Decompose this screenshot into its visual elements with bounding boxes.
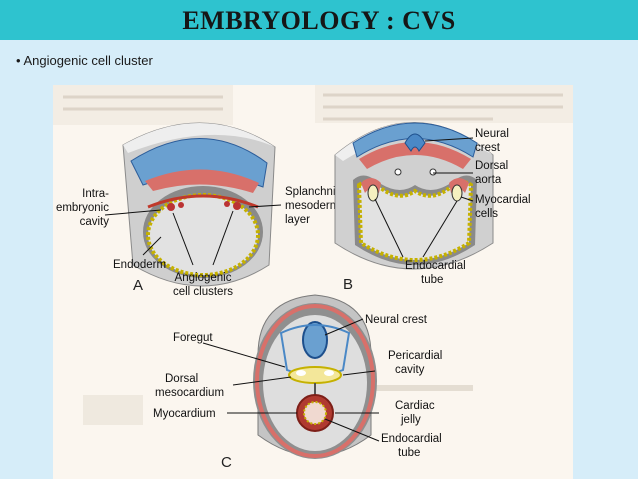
label-splanchnic-2: mesoderm <box>285 200 339 212</box>
label-myocardial-1: Myocardial <box>475 194 531 206</box>
label-b-endocardial-2: tube <box>421 274 443 286</box>
label-splanchnic-3: layer <box>285 214 310 226</box>
label-dorsal-meso-2: mesocardium <box>155 387 224 399</box>
panel-a-embryo <box>104 122 282 287</box>
label-dorsal-aorta-1: Dorsal <box>475 160 508 172</box>
slide-title: EMBRYOLOGY : CVS <box>182 6 456 35</box>
label-splanchnic-1: Splanchnic <box>285 186 342 198</box>
title-bar <box>0 0 638 40</box>
panel-b-labels: Neural crest Dorsal aorta Myocardial cel… <box>343 128 531 293</box>
label-endoderm: Endoderm <box>113 259 166 271</box>
panel-c-embryo <box>202 294 380 459</box>
label-c-neural-crest: Neural crest <box>365 314 428 326</box>
label-pericardial-2: cavity <box>395 364 425 376</box>
label-dorsal-meso-1: Dorsal <box>165 373 198 385</box>
panel-c-labels: Neural crest Foregut Pericardial cavity … <box>153 314 442 471</box>
bullet-text: • Angiogenic cell cluster <box>16 53 153 68</box>
embryo-figure: Intra- embryonic cavity Splanchnic mesod… <box>53 85 573 479</box>
label-angiogenic-2: cell clusters <box>173 286 233 298</box>
label-c-endocardial-1: Endocardial <box>381 433 442 445</box>
label-foregut: Foregut <box>173 332 213 344</box>
label-dorsal-aorta-2: aorta <box>475 174 502 186</box>
panel-b-embryo <box>334 122 494 270</box>
label-b-neural-crest-2: crest <box>475 142 501 154</box>
panel-letter-a: A <box>133 277 143 294</box>
label-pericardial-1: Pericardial <box>388 350 442 362</box>
label-angiogenic-1: Angiogenic <box>175 272 232 284</box>
label-c-endocardial-2: tube <box>398 447 420 459</box>
background-ghost-text <box>53 85 573 425</box>
label-b-endocardial-1: Endocardial <box>405 260 466 272</box>
label-intra-3: cavity <box>80 216 110 228</box>
panel-letter-b: B <box>343 276 353 293</box>
label-cardiac-jelly-2: jelly <box>400 414 421 426</box>
embryo-illustration: Intra- embryonic cavity Splanchnic mesod… <box>53 85 573 471</box>
label-intra-1: Intra- <box>82 188 109 200</box>
panel-letter-c: C <box>221 454 232 471</box>
label-myocardial-2: cells <box>475 208 498 220</box>
label-intra-2: embryonic <box>56 202 109 214</box>
label-cardiac-jelly-1: Cardiac <box>395 400 435 412</box>
panel-a-labels: Intra- embryonic cavity Splanchnic mesod… <box>56 186 342 298</box>
label-myocardium: Myocardium <box>153 408 216 420</box>
label-b-neural-crest-1: Neural <box>475 128 509 140</box>
